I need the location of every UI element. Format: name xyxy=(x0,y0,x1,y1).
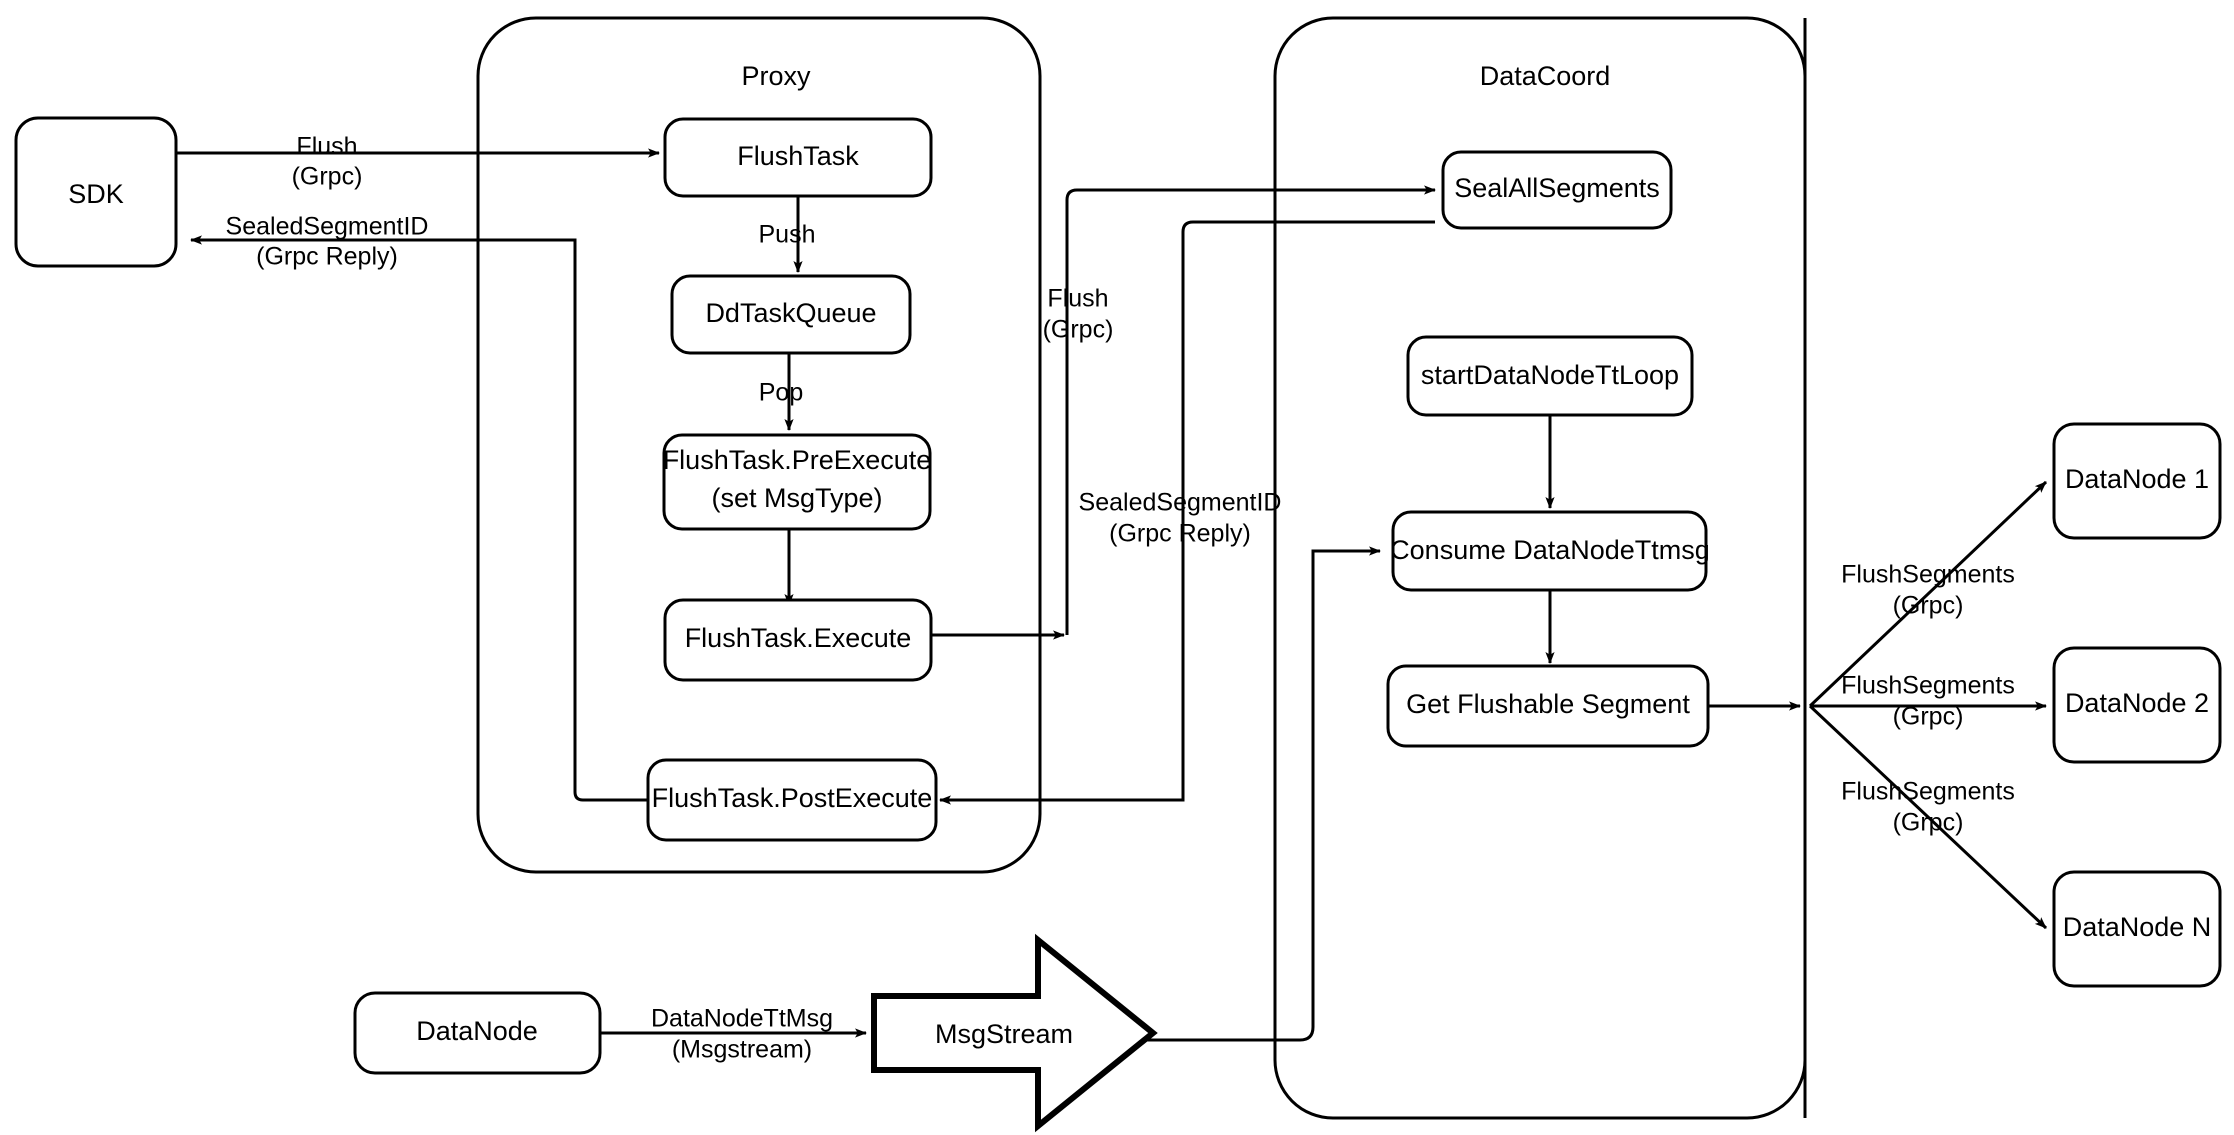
edge-proxy-to-datacoord-flush xyxy=(1065,185,1436,635)
node-sealallsegments-label: SealAllSegments xyxy=(1454,173,1660,203)
node-flushtask-postexecute-label: FlushTask.PostExecute xyxy=(652,783,933,813)
edge-fanout-to-datanode-n xyxy=(1808,704,2048,930)
edge-label-flushsegments-n-line1: FlushSegments xyxy=(1841,778,2015,806)
edge-label-proxy-flush-line1: Flush xyxy=(1047,285,1108,313)
node-flushtask-execute[interactable] xyxy=(663,598,933,682)
edge-datacoord-to-proxy-sealedsegmentid xyxy=(939,220,1435,805)
edge-label-flushsegments-n-line2: (Grpc) xyxy=(1893,809,1964,837)
node-flush-task-label: FlushTask xyxy=(737,141,859,171)
node-sdk[interactable] xyxy=(14,116,178,268)
edge-fanout-to-datanode-1 xyxy=(1808,480,2048,708)
proxy-container xyxy=(476,16,1042,874)
edge-label-proxy-flush-line2: (Grpc) xyxy=(1043,316,1114,344)
edge-label-datanodettmsg-line1: DataNodeTtMsg xyxy=(651,1005,833,1033)
edge-label-flush-grpc-line2: (Grpc) xyxy=(292,163,363,191)
edge-label-flushsegments-2-line2: (Grpc) xyxy=(1893,703,1964,731)
proxy-container-title: Proxy xyxy=(741,61,811,91)
node-flushtask-preexecute-label-line2: (set MsgType) xyxy=(711,483,882,513)
datacoord-container-title: DataCoord xyxy=(1480,61,1611,91)
node-datanode-1[interactable] xyxy=(2052,422,2222,540)
node-msgstream-label: MsgStream xyxy=(935,1019,1073,1049)
edge-proxy-to-sdk xyxy=(190,235,648,802)
node-datanode-source-label: DataNode xyxy=(416,1016,538,1046)
edge-label-flushsegments-2-line1: FlushSegments xyxy=(1841,672,2015,700)
node-ddtaskqueue-label: DdTaskQueue xyxy=(705,298,876,328)
edge-label-pop: Pop xyxy=(759,379,803,407)
edge-label-sealedsegmentid-line1: SealedSegmentID xyxy=(226,213,429,241)
edge-label-push: Push xyxy=(759,221,816,249)
edge-msgstream-to-consume xyxy=(1143,546,1381,1042)
edge-label-datacoord-reply-line2: (Grpc Reply) xyxy=(1109,520,1251,548)
node-datanode-2-label: DataNode 2 xyxy=(2065,688,2209,718)
node-sealallsegments[interactable] xyxy=(1441,150,1673,230)
edge-label-flushsegments-1-line2: (Grpc) xyxy=(1893,592,1964,620)
node-datanode-2[interactable] xyxy=(2052,646,2222,764)
edge-label-datanodettmsg-line2: (Msgstream) xyxy=(672,1036,812,1064)
edge-label-flushsegments-1-line1: FlushSegments xyxy=(1841,561,2015,589)
node-flushtask-execute-label: FlushTask.Execute xyxy=(685,623,912,653)
node-sdk-label: SDK xyxy=(68,179,124,209)
node-datanode-1-label: DataNode 1 xyxy=(2065,464,2209,494)
node-datanode-n-label: DataNode N xyxy=(2063,912,2212,942)
node-start-datanode-tt-loop-label: startDataNodeTtLoop xyxy=(1421,360,1679,390)
node-flushtask-preexecute-label-line1: FlushTask.PreExecute xyxy=(663,445,932,475)
edge-label-datacoord-reply-line1: SealedSegmentID xyxy=(1079,489,1282,517)
edge-label-sealedsegmentid-line2: (Grpc Reply) xyxy=(256,243,398,271)
node-ddtaskqueue[interactable] xyxy=(670,274,912,355)
node-flushtask-preexecute[interactable] xyxy=(662,433,932,531)
node-consume-datanode-ttmsg-label: Consume DataNodeTtmsg xyxy=(1390,535,1710,565)
node-datanode-n[interactable] xyxy=(2052,870,2222,988)
edge-label-flush-grpc-line1: Flush xyxy=(296,133,357,161)
node-flushtask-postexecute[interactable] xyxy=(646,758,938,842)
node-get-flushable-segment-label: Get Flushable Segment xyxy=(1406,689,1690,719)
node-msgstream[interactable] xyxy=(871,933,1158,1133)
